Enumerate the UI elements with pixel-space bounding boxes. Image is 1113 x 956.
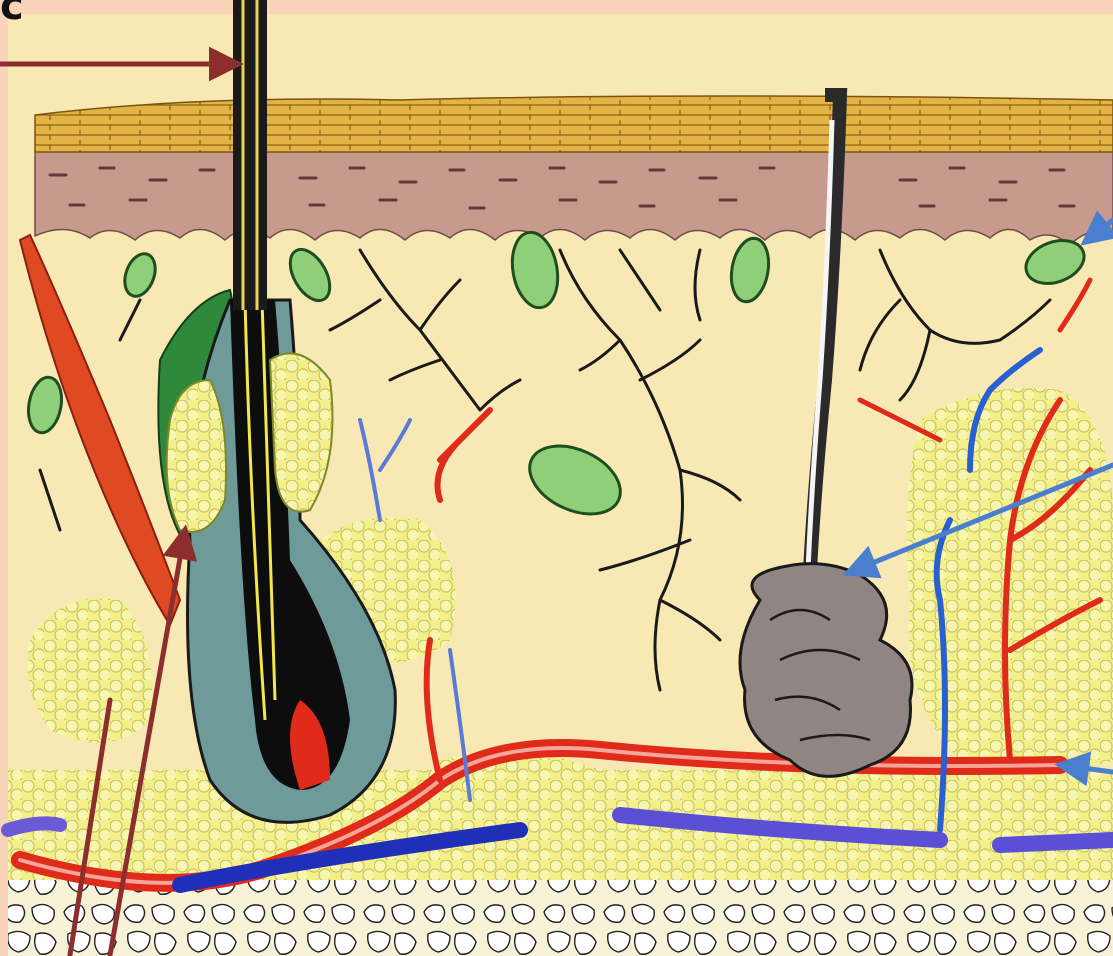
hair-shaft	[233, 0, 267, 310]
figure-letter-label: c	[0, 0, 24, 26]
stratum-corneum	[35, 96, 1113, 152]
